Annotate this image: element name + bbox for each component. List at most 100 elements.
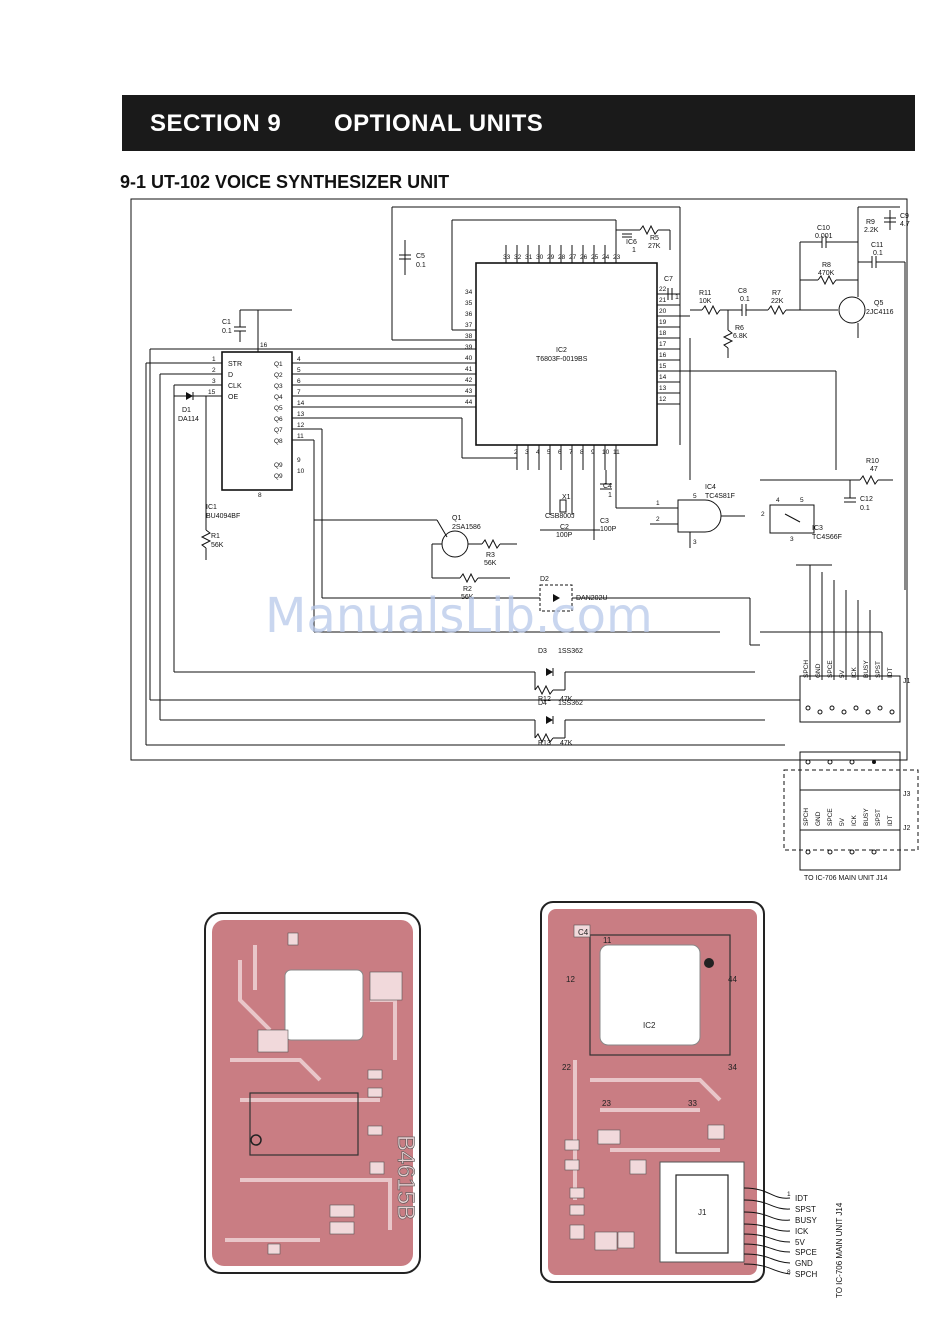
r1-resistor (200, 396, 212, 560)
svg-text:11: 11 (297, 433, 304, 440)
d2-ref: D2 (540, 576, 549, 583)
j2-j3-connector (799, 751, 901, 871)
svg-text:IDT: IDT (887, 668, 894, 679)
r13-value: 47K (560, 740, 573, 747)
svg-text:Q6: Q6 (274, 416, 283, 423)
svg-text:8: 8 (258, 492, 262, 499)
svg-text:9: 9 (297, 457, 301, 464)
d3-ref: D3 (538, 648, 547, 655)
q1-wiring (314, 519, 517, 584)
svg-text:14: 14 (659, 374, 667, 381)
svg-text:25: 25 (591, 254, 599, 261)
svg-text:22: 22 (562, 1063, 571, 1072)
r1-value: 56K (211, 542, 224, 549)
svg-text:42: 42 (465, 377, 473, 384)
svg-text:8: 8 (580, 449, 584, 456)
svg-text:24: 24 (602, 254, 610, 261)
svg-text:SPST: SPST (875, 661, 882, 678)
ic1-ic2-bus (145, 348, 517, 745)
j2-j3-contacts (805, 759, 877, 855)
svg-text:2: 2 (212, 367, 216, 374)
svg-text:17: 17 (659, 341, 667, 348)
svg-text:Q1: Q1 (274, 361, 283, 368)
pcb-right-ic2-label: IC2 (643, 1021, 656, 1030)
pcb-left-board (204, 912, 421, 1274)
c2-value: 100P (556, 532, 573, 539)
svg-text:37: 37 (465, 322, 473, 329)
svg-text:14: 14 (297, 400, 305, 407)
ic2-ref: IC2 (556, 347, 567, 354)
svg-text:2: 2 (514, 449, 518, 456)
schematic-frame (130, 198, 908, 761)
ic4-part: TC4S81F (705, 493, 735, 500)
r12-ref: R12 (538, 696, 551, 703)
r11-ref: R11 (699, 290, 711, 297)
pcb-right-c4-label: C4 (578, 928, 589, 937)
r10-c12 (760, 474, 893, 503)
r9-ref: R9 (866, 219, 875, 226)
svg-text:35: 35 (465, 300, 473, 307)
pcb-right-board (540, 901, 765, 1283)
r10-value: 47 (870, 466, 878, 473)
c8-ref: C8 (738, 288, 747, 295)
svg-text:34: 34 (465, 289, 473, 296)
svg-text:GND: GND (795, 1259, 813, 1268)
ic3-pins: 24 53 (761, 497, 804, 543)
ic3-ref: IC3 (812, 525, 823, 532)
svg-text:44: 44 (728, 975, 737, 984)
x1-part: CSB800J (545, 513, 575, 520)
r8-value: 470K (818, 270, 835, 277)
svg-text:4: 4 (297, 356, 301, 363)
svg-text:36: 36 (465, 311, 473, 318)
r5-ref: R5 (650, 235, 659, 242)
ic4-gate (677, 499, 722, 533)
r8-ref: R8 (822, 262, 831, 269)
c1-capacitor (234, 309, 292, 352)
section-title: OPTIONAL UNITS (334, 110, 544, 137)
svg-text:BUSY: BUSY (795, 1216, 817, 1225)
svg-text:ICK: ICK (851, 667, 858, 679)
svg-text:41: 41 (465, 366, 473, 373)
svg-text:Q2: Q2 (274, 372, 283, 379)
c3-ref: C3 (600, 518, 609, 525)
svg-text:11: 11 (603, 936, 612, 945)
svg-text:16: 16 (260, 342, 268, 349)
ic3-switch (769, 504, 815, 534)
svg-text:44: 44 (465, 399, 473, 406)
ic1-part: BU4094BF (206, 513, 240, 520)
svg-text:4: 4 (536, 449, 540, 456)
svg-text:12: 12 (659, 396, 667, 403)
ic1-ref: IC1 (206, 504, 217, 511)
ic1-pin-str: STR (228, 361, 242, 368)
svg-text:33: 33 (688, 1099, 697, 1108)
ic3-part: TC4S66F (812, 534, 842, 541)
svg-text:Q4: Q4 (274, 394, 283, 401)
svg-text:6: 6 (297, 378, 301, 385)
unit-title: 9-1 UT-102 VOICE SYNTHESIZER UNIT (120, 172, 450, 192)
j2-label: J2 (903, 825, 911, 832)
r3-ref: R3 (486, 552, 495, 559)
svg-text:7: 7 (569, 449, 573, 456)
svg-text:30: 30 (536, 254, 544, 261)
svg-text:10: 10 (297, 468, 305, 475)
d3-part: 1SS362 (558, 648, 583, 655)
ic6-value: 1 (632, 247, 636, 254)
svg-text:1: 1 (787, 1191, 791, 1198)
c7-ref: C7 (664, 276, 673, 283)
ic1-pin-clk: CLK (228, 383, 242, 390)
svg-text:1: 1 (212, 356, 216, 363)
section-header-bar: SECTION 9 OPTIONAL UNITS (122, 95, 915, 151)
d1-diode (174, 392, 222, 400)
svg-text:ICK: ICK (851, 815, 858, 827)
svg-text:22: 22 (659, 286, 667, 293)
j1-pin-labels: SPCH GND SPCE 5V ICK BUSY SPST IDT (803, 660, 894, 678)
svg-text:SPCH: SPCH (795, 1270, 817, 1279)
c3-value: 100P (600, 526, 617, 533)
svg-text:28: 28 (558, 254, 566, 261)
c5-ref: C5 (416, 253, 425, 260)
d3-diode (534, 668, 566, 696)
cable-destination-note: TO IC-706 MAIN UNIT J14 (835, 1202, 844, 1298)
